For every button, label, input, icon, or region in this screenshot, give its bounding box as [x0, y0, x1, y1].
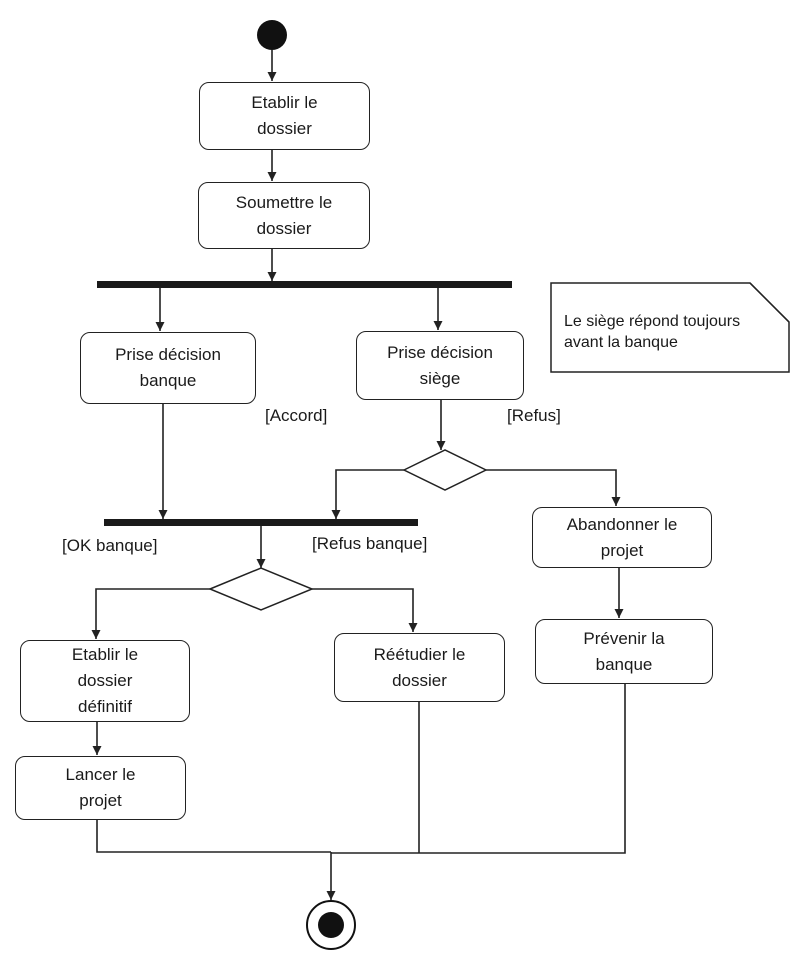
- activity-etablir-dossier-definitif: Etablir le dossier définitif: [20, 640, 190, 722]
- final-node-dot: [318, 912, 344, 938]
- decision-banque-diamond: [208, 567, 314, 611]
- flow-prevenir-to-merge: [331, 684, 626, 854]
- flow-decision-ok-to-definitif: [91, 588, 210, 639]
- note-fold: [749, 282, 790, 323]
- activity-prise-decision-banque: Prise décision banque: [80, 332, 256, 404]
- activity-lancer-projet-label: Lancer le projet: [65, 765, 136, 810]
- activity-abandonner-projet: Abandonner le projet: [532, 507, 712, 568]
- initial-node: [257, 20, 287, 50]
- activity-prise-decision-siege-label: Prise décision siège: [387, 342, 493, 388]
- activity-abandonner-projet-label: Abandonner le projet: [566, 514, 678, 560]
- note-shape: [550, 282, 790, 373]
- flow-lancer-to-merge: [96, 820, 331, 853]
- guard-refus-banque: [Refus banque]: [312, 534, 428, 553]
- note-text: Le siège répond toujours avant la banque: [564, 313, 741, 351]
- join-bar: [104, 519, 418, 526]
- flow-decision-refus-to-abandonner: [486, 469, 621, 506]
- activity-lancer-projet: Lancer le projet: [15, 756, 186, 820]
- activity-etablir-dossier-definitif-label: Etablir le dossier définitif: [71, 645, 139, 716]
- activity-reetudier-dossier: Réétudier le dossier: [334, 633, 505, 702]
- guard-accord: [Accord]: [265, 406, 328, 425]
- activity-soumettre-dossier-label: Soumettre le dossier: [235, 192, 333, 238]
- activity-prevenir-banque: Prévenir la banque: [535, 619, 713, 684]
- activity-prise-decision-banque-label: Prise décision banque: [115, 345, 221, 390]
- guard-refus: [Refus]: [507, 406, 561, 425]
- activity-etablir-dossier: Etablir le dossier: [199, 82, 370, 150]
- fork-bar: [97, 281, 512, 288]
- activity-etablir-dossier-label: Etablir le dossier: [251, 93, 318, 138]
- decision-siege-diamond: [402, 449, 488, 491]
- activity-soumettre-dossier: Soumettre le dossier: [198, 182, 370, 249]
- guard-ok-banque: [OK banque]: [62, 536, 158, 555]
- activity-prevenir-banque-label: Prévenir la banque: [583, 628, 665, 674]
- flow-decision-accord-to-join: [331, 469, 404, 519]
- flow-decision-refus-to-reetudier: [312, 588, 418, 632]
- activity-reetudier-dossier-label: Réétudier le dossier: [373, 644, 466, 690]
- activity-prise-decision-siege: Prise décision siège: [356, 331, 524, 400]
